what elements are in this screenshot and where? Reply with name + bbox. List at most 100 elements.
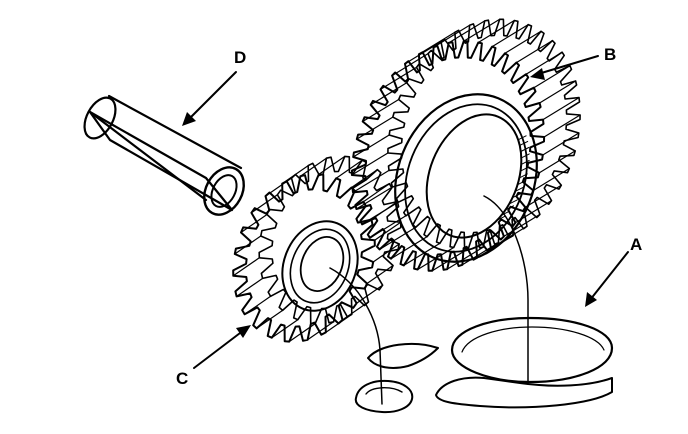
gearC-tooth-edge bbox=[234, 235, 262, 255]
gearB-tooth-edge bbox=[503, 213, 541, 237]
gearB-tooth-edge bbox=[477, 19, 515, 44]
gearB-tooth-edge bbox=[446, 246, 484, 270]
gearC-tooth-edge bbox=[318, 155, 346, 175]
bearing-needle bbox=[496, 215, 506, 221]
gearC-tooth-edge bbox=[256, 309, 284, 329]
gear-c-tooth-edges bbox=[232, 155, 402, 343]
gearC-tooth-edge bbox=[350, 169, 378, 189]
gear-c bbox=[232, 155, 402, 343]
bearing-needle bbox=[514, 186, 524, 192]
gear-c-hub-ring bbox=[289, 228, 351, 304]
gearB-tooth-edge bbox=[463, 18, 501, 42]
gearB-tooth-edge bbox=[390, 236, 428, 260]
gearB-tooth-edge bbox=[491, 24, 529, 48]
gear-b-hub-outer-race bbox=[404, 103, 528, 253]
gearC-tooth-edge bbox=[370, 201, 398, 221]
crescent-segment bbox=[435, 376, 613, 409]
gearB-tooth-edge bbox=[431, 248, 469, 272]
gearC-tooth-edge bbox=[271, 319, 299, 339]
gearC-tooth-edge bbox=[307, 321, 335, 341]
gearC-tooth-edge bbox=[335, 159, 363, 179]
gear-c-bore bbox=[299, 236, 345, 292]
arrow-to-a bbox=[585, 251, 629, 307]
gearB-tooth-edge bbox=[356, 116, 394, 140]
gearB-tooth-edge bbox=[391, 52, 429, 77]
gearB-tooth-edge bbox=[538, 80, 577, 104]
gearC-tooth-edge bbox=[366, 264, 394, 285]
bearing-needle bbox=[520, 159, 530, 165]
arrow-to-d bbox=[182, 71, 237, 126]
gearC-tooth-edge bbox=[240, 213, 268, 234]
housing-bores bbox=[354, 316, 614, 414]
arrow-to-c bbox=[193, 325, 251, 369]
gearB-tooth-edge bbox=[351, 152, 389, 176]
gearC-tooth-edge bbox=[356, 284, 384, 304]
small-bore-opening bbox=[354, 379, 414, 414]
gear-c-front-teeth bbox=[232, 173, 376, 343]
gear-b-back-teeth bbox=[387, 18, 581, 250]
gearC-tooth-edge bbox=[244, 295, 272, 315]
gearC-tooth-edge bbox=[341, 301, 370, 321]
gearC-tooth-edge bbox=[299, 157, 327, 177]
gearB-tooth-edge bbox=[515, 39, 554, 64]
gearB-tooth-edge bbox=[538, 150, 576, 174]
small-bore-seat bbox=[365, 387, 403, 395]
gearB-tooth-edge bbox=[524, 184, 562, 208]
gearB-tooth-edge bbox=[379, 66, 418, 91]
gearB-tooth-edge bbox=[543, 114, 581, 138]
gearB-tooth-edge bbox=[362, 98, 400, 123]
label-b: B bbox=[604, 45, 616, 64]
gearC-tooth-edge bbox=[281, 165, 309, 185]
alignment-lines bbox=[329, 195, 529, 405]
leader-arrows bbox=[182, 55, 629, 369]
gearB-tooth-edge bbox=[404, 41, 442, 65]
gearC-tooth-edge bbox=[374, 221, 402, 241]
gearB-tooth-edge bbox=[355, 186, 393, 210]
gearB-tooth-edge bbox=[370, 82, 408, 106]
gearB-tooth-edge bbox=[352, 169, 390, 193]
bearing-needle bbox=[520, 147, 530, 152]
bearing-needle bbox=[520, 153, 530, 159]
bearing-needle bbox=[519, 140, 529, 146]
gearC-tooth-edge bbox=[250, 194, 278, 214]
label-d: D bbox=[234, 48, 246, 67]
gearB-tooth-edge bbox=[448, 20, 486, 44]
gear-b-bearing-needles bbox=[496, 135, 530, 221]
gearB-tooth-edge bbox=[379, 226, 417, 250]
bearing-needle bbox=[512, 193, 521, 199]
label-c: C bbox=[176, 369, 188, 388]
gearB-tooth-edge bbox=[532, 167, 570, 192]
gearC-tooth-edge bbox=[236, 277, 264, 297]
pin-bore bbox=[210, 174, 238, 208]
gear-b-hub-rim bbox=[394, 93, 538, 263]
pin-front-end bbox=[203, 166, 245, 216]
gear-c-hub-rim bbox=[281, 220, 359, 312]
gear-b bbox=[350, 18, 581, 272]
gearB-tooth-edge bbox=[542, 132, 580, 156]
gearB-tooth-edge bbox=[542, 96, 580, 121]
gearC-tooth-edge bbox=[232, 257, 260, 277]
gearC-tooth-edge bbox=[325, 313, 353, 333]
gearB-tooth-edge bbox=[525, 51, 563, 75]
bearing-needle bbox=[508, 199, 518, 205]
bearing-needle bbox=[501, 210, 510, 216]
bearing-needle bbox=[517, 135, 527, 141]
gearC-tooth-edge bbox=[372, 243, 400, 263]
bearing-needle bbox=[518, 173, 528, 179]
gearB-tooth-edge bbox=[504, 30, 542, 54]
pin-d bbox=[83, 94, 245, 216]
gear-b-bore bbox=[425, 113, 523, 239]
bearing-needle bbox=[520, 166, 529, 172]
gear-b-alignment-line bbox=[483, 195, 529, 383]
label-a: A bbox=[630, 235, 642, 254]
arrow-to-b bbox=[530, 55, 599, 80]
gearC-tooth-edge bbox=[288, 323, 316, 343]
gear-c-alignment-line bbox=[329, 267, 383, 405]
pin-back-end bbox=[83, 96, 117, 140]
gearC-tooth-edge bbox=[264, 177, 293, 197]
gearB-tooth-edge bbox=[418, 31, 456, 55]
gearB-tooth-edge bbox=[433, 24, 471, 48]
upper-left-segment bbox=[367, 342, 439, 369]
